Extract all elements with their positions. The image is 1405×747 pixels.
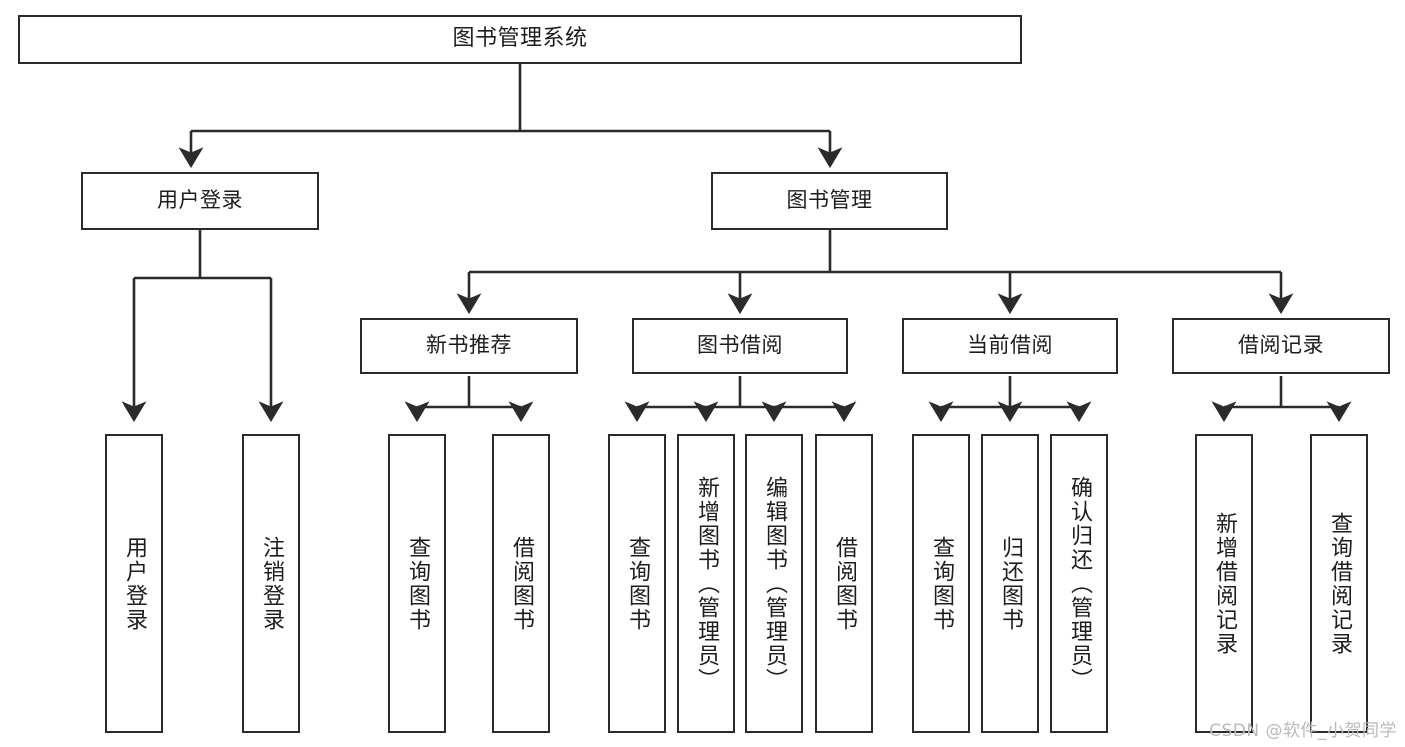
node-leaf-edit-book-label: 编辑图书（管理员） (761, 475, 787, 692)
node-leaf-user-login-label: 用户登录 (121, 535, 147, 632)
node-leaf-query-book-1[interactable]: 查询图书 (388, 434, 446, 733)
node-user-login-label: 用户登录 (157, 188, 243, 213)
node-leaf-query-book-2[interactable]: 查询图书 (608, 434, 666, 733)
node-leaf-query-record-label: 查询借阅记录 (1326, 511, 1352, 656)
node-new-book-recommend[interactable]: 新书推荐 (360, 318, 578, 374)
node-leaf-query-record[interactable]: 查询借阅记录 (1310, 434, 1368, 733)
node-leaf-borrow-book-2-label: 借阅图书 (831, 535, 857, 632)
node-leaf-logout-label: 注销登录 (258, 535, 284, 632)
node-leaf-edit-book[interactable]: 编辑图书（管理员） (745, 434, 803, 733)
node-book-borrow-label: 图书借阅 (697, 333, 783, 358)
node-leaf-query-book-3[interactable]: 查询图书 (912, 434, 970, 733)
node-root-label: 图书管理系统 (452, 26, 588, 52)
node-leaf-user-login[interactable]: 用户登录 (105, 434, 163, 733)
node-leaf-confirm-return-label: 确认归还（管理员） (1066, 475, 1092, 692)
node-borrow-record-label: 借阅记录 (1238, 333, 1324, 358)
node-leaf-return-book-label: 归还图书 (997, 535, 1023, 632)
node-book-manage[interactable]: 图书管理 (711, 172, 948, 230)
node-leaf-query-book-1-label: 查询图书 (404, 535, 430, 632)
node-leaf-add-book[interactable]: 新增图书（管理员） (677, 434, 735, 733)
node-leaf-add-book-label: 新增图书（管理员） (693, 475, 719, 692)
node-leaf-borrow-book-1[interactable]: 借阅图书 (492, 434, 550, 733)
node-leaf-add-record-label: 新增借阅记录 (1211, 511, 1237, 656)
node-leaf-confirm-return[interactable]: 确认归还（管理员） (1050, 434, 1108, 733)
node-leaf-add-record[interactable]: 新增借阅记录 (1195, 434, 1253, 733)
node-new-book-recommend-label: 新书推荐 (426, 333, 512, 358)
node-user-login[interactable]: 用户登录 (81, 172, 319, 230)
node-leaf-query-book-3-label: 查询图书 (928, 535, 954, 632)
node-leaf-return-book[interactable]: 归还图书 (981, 434, 1039, 733)
node-leaf-query-book-2-label: 查询图书 (624, 535, 650, 632)
node-current-borrow-label: 当前借阅 (967, 333, 1053, 358)
node-root[interactable]: 图书管理系统 (18, 15, 1022, 64)
node-book-manage-label: 图书管理 (786, 188, 873, 213)
node-leaf-logout[interactable]: 注销登录 (242, 434, 300, 733)
node-leaf-borrow-book-1-label: 借阅图书 (508, 535, 534, 632)
node-book-borrow[interactable]: 图书借阅 (632, 318, 848, 374)
node-leaf-borrow-book-2[interactable]: 借阅图书 (815, 434, 873, 733)
node-borrow-record[interactable]: 借阅记录 (1172, 318, 1390, 374)
node-current-borrow[interactable]: 当前借阅 (902, 318, 1118, 374)
